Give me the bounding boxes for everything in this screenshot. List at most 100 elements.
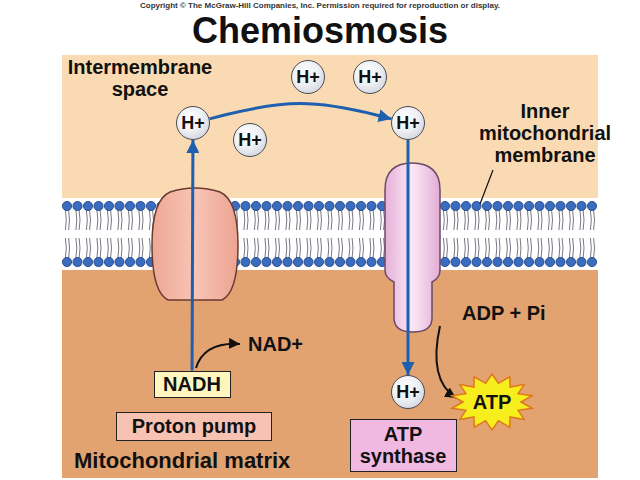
lipid-head	[272, 201, 281, 210]
lipid-tail	[362, 210, 364, 230]
lipid-tail	[243, 210, 245, 230]
membrane-label: Inner mitochondrial membrane	[465, 100, 625, 166]
lipid-head	[104, 257, 113, 266]
lipid-head	[503, 257, 512, 266]
lipid-tail	[296, 210, 298, 230]
lipid-tail	[569, 238, 571, 258]
lipid-head	[545, 201, 554, 210]
lipid-head	[367, 201, 376, 210]
atp-synthase-label-box: ATP synthase	[350, 419, 457, 472]
proton-pump-protein	[152, 188, 238, 300]
label-holder: Copyright © The McGraw-Hill Companies, I…	[0, 1, 640, 11]
lipid-head	[283, 201, 292, 210]
lipid-tail	[537, 210, 539, 230]
lipid-tail	[285, 238, 287, 258]
lipid-tail	[499, 210, 501, 230]
lipid-head	[241, 201, 250, 210]
lipid-head	[293, 201, 302, 210]
lipid-head	[262, 201, 271, 210]
lipid-tail	[299, 210, 301, 230]
matrix-band: Mitochondrial matrixNADHH+ATPProton pump…	[62, 270, 598, 478]
proton-circle: H+	[176, 106, 210, 140]
lipid-head	[556, 201, 565, 210]
lipid-tail	[520, 238, 522, 258]
lipid-tail	[369, 238, 371, 258]
lipid-tail	[474, 210, 476, 230]
lipid-tail	[131, 210, 133, 230]
lipid-tail	[551, 210, 553, 230]
lipid-head	[440, 201, 449, 210]
lipid-tail	[464, 238, 466, 258]
lipid-head	[524, 201, 533, 210]
lipid-tail	[149, 210, 151, 230]
lipid-tail	[331, 238, 333, 258]
lipid-tail	[257, 238, 259, 258]
lipid-tail	[506, 238, 508, 258]
box-label: NADH	[163, 373, 221, 395]
lipid-tail	[268, 210, 270, 230]
lipid-tail	[268, 238, 270, 258]
lipid-tail	[527, 210, 529, 230]
lipid-tail	[128, 238, 130, 258]
lipid-tail	[516, 210, 518, 230]
lipid-tail	[110, 238, 112, 258]
oxidation-arrow	[196, 344, 240, 368]
lipid-head	[293, 257, 302, 266]
lipid-head	[451, 201, 460, 210]
label-holder: NAD+	[248, 333, 303, 355]
lipid-head	[325, 257, 334, 266]
lipid-tail	[331, 210, 333, 230]
label-holder: ADP + Pi	[462, 302, 546, 324]
lipid-tail	[373, 238, 375, 258]
proton-circle: H+	[391, 375, 425, 409]
lipid-tail	[558, 238, 560, 258]
lipid-tail	[138, 238, 140, 258]
phosphorylation-arrow	[436, 326, 456, 398]
lipid-tail	[562, 238, 564, 258]
lipid-head	[367, 257, 376, 266]
lipid-tail	[254, 238, 256, 258]
lipid-tail	[320, 210, 322, 230]
lipid-tail	[117, 238, 119, 258]
proton-flow-arrow	[191, 140, 195, 371]
lipid-tail	[474, 238, 476, 258]
lipid-tail	[464, 210, 466, 230]
lipid-tail	[457, 238, 459, 258]
lipid-head	[304, 257, 313, 266]
lipid-tail	[506, 210, 508, 230]
lipid-tail	[495, 238, 497, 258]
lipid-head	[346, 201, 355, 210]
lipid-head	[73, 201, 82, 210]
lipid-head	[104, 201, 113, 210]
lipid-tail	[527, 238, 529, 258]
label-holder: Inner mitochondrial membrane	[465, 100, 625, 166]
lipid-tail	[380, 210, 382, 230]
lipid-tail	[516, 238, 518, 258]
lipid-tail	[373, 210, 375, 230]
lipid-head	[451, 257, 460, 266]
lipid-tail	[541, 210, 543, 230]
lipid-tail	[100, 238, 102, 258]
lipid-tail	[478, 210, 480, 230]
atp-burst: ATP	[450, 373, 534, 431]
lipid-head	[83, 201, 92, 210]
lipid-head	[493, 201, 502, 210]
lipid-head	[304, 201, 313, 210]
lipid-tail	[569, 210, 571, 230]
proton-pump-label-box: Proton pump	[116, 412, 272, 441]
lipid-tail	[509, 210, 511, 230]
proton-flow-arrow	[407, 140, 410, 375]
lipid-tail	[369, 210, 371, 230]
lipid-tail	[548, 238, 550, 258]
lipid-tail	[289, 238, 291, 258]
lipid-tail	[75, 210, 77, 230]
lipid-tail	[583, 210, 585, 230]
lipid-tail	[327, 238, 329, 258]
lipid-tail	[285, 210, 287, 230]
lipid-tail	[121, 238, 123, 258]
ion-symbol: H+	[296, 67, 320, 87]
lipid-head	[503, 201, 512, 210]
lipid-head	[335, 201, 344, 210]
lipid-tail	[89, 238, 91, 258]
lipid-tail	[446, 238, 448, 258]
